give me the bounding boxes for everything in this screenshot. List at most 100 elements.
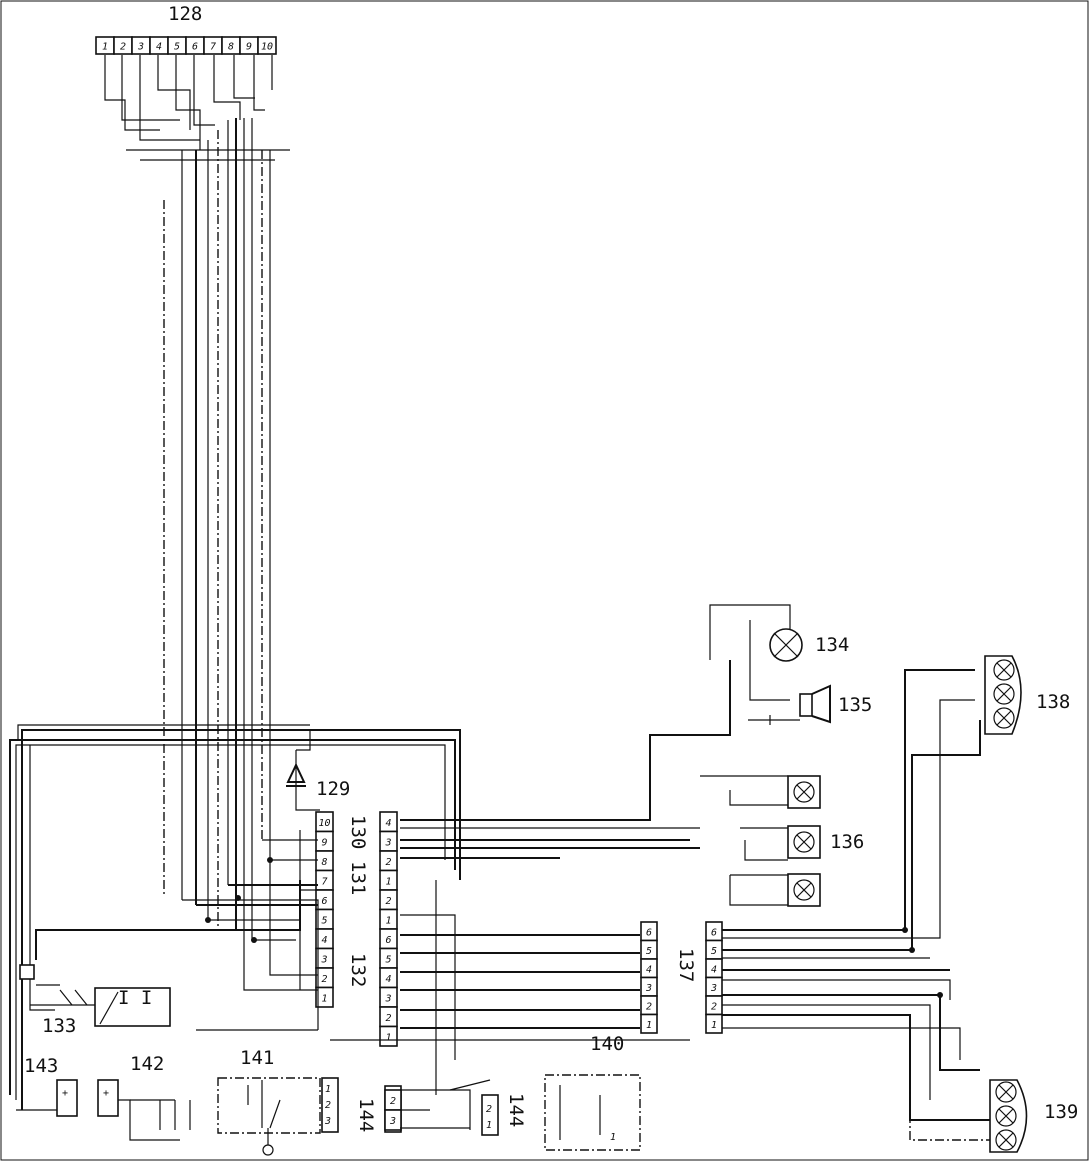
c144-pin-label-1: 2 — [390, 1096, 396, 1107]
c128-pin-label-8: 8 — [228, 42, 234, 53]
c137l-pin-label-3: 4 — [646, 964, 652, 975]
c130-pin-label-8: 3 — [320, 954, 327, 965]
c128-pin-label-10: 10 — [261, 42, 273, 53]
label-132: 132 — [347, 953, 369, 987]
c128-pin-label-7: 7 — [210, 42, 216, 53]
c130-pin-label-6: 5 — [321, 915, 327, 926]
lamp-cluster-138: 138 — [984, 655, 1070, 735]
c137r-pin-label-4: 3 — [710, 983, 717, 994]
label-130: 130 — [347, 815, 369, 849]
label-131-a: 131 — [347, 861, 369, 895]
c128-pin-label-5: 5 — [174, 42, 180, 53]
c128-pin-label-2: 2 — [120, 42, 126, 53]
c144-r-pin-a: 2 — [486, 1104, 492, 1115]
label-139: 139 — [1044, 1101, 1078, 1123]
c131-pin-label-3: 2 — [385, 857, 391, 868]
label-136: 136 — [830, 831, 864, 853]
c130-pin-label-4: 7 — [321, 876, 327, 887]
c144-r-pin-b: 1 — [486, 1120, 492, 1131]
c131-pin-label-8: 5 — [385, 954, 391, 965]
wires-131-right — [330, 660, 731, 1095]
plus-symbol-2: + — [103, 1088, 109, 1099]
plus-symbol: + — [62, 1088, 68, 1099]
component-142: 142 + — [97, 1053, 191, 1141]
c128-pin-box-10 — [257, 36, 277, 55]
c137l-pin-label-6: 1 — [646, 1020, 652, 1031]
relay-133: I I 133 — [30, 987, 171, 1037]
c137r-pin-label-3: 4 — [711, 964, 717, 975]
c144-pin-label-2: 3 — [389, 1116, 396, 1127]
c131-pin-label-11: 2 — [385, 1013, 391, 1024]
sw141-pin-a: 1 — [325, 1084, 331, 1095]
label-138: 138 — [1036, 691, 1070, 713]
c144-far-pin: 1 — [610, 1132, 616, 1143]
c130-pin-box-10 — [315, 986, 334, 1008]
connector-137-right: 6 5 4 3 2 1 — [705, 921, 723, 1034]
label-135: 135 — [838, 694, 872, 716]
c128-pin-label-6: 6 — [192, 42, 198, 53]
label-144-b: 144 — [505, 1093, 527, 1127]
sw141-pin-c: 3 — [324, 1116, 331, 1127]
c137r-pin-label-6: 1 — [711, 1020, 717, 1031]
switch-141: 141 1 2 3 144 — [217, 1047, 377, 1156]
label-128: 128 — [168, 3, 202, 25]
connector-144-left: 23 2 1 144 — [384, 1079, 527, 1136]
connector-144-right: 1 — [544, 1074, 641, 1151]
label-133: 133 — [42, 1015, 76, 1037]
diode-129: 129 — [286, 730, 350, 811]
c130-pin-label-7: 4 — [321, 935, 327, 946]
connector-137-right-pins: 6 5 4 3 2 1 — [705, 921, 723, 1034]
c131-pin-box-12 — [379, 1025, 398, 1047]
label-144-a: 144 — [355, 1098, 377, 1132]
label-143: 143 — [24, 1055, 58, 1077]
c137l-pin-label-4: 3 — [645, 983, 652, 994]
connector-137-left-pins: 6 5 4 3 2 1 — [640, 921, 658, 1034]
c131-pin-label-10: 3 — [384, 993, 391, 1004]
label-141: 141 — [240, 1047, 274, 1069]
c128-pin-label-1: 1 — [102, 42, 108, 53]
c130-pin-label-10: 1 — [321, 993, 327, 1004]
c137r-pin-label-5: 2 — [711, 1001, 717, 1012]
label-129: 129 — [316, 778, 350, 800]
c131-pin-label-7: 6 — [385, 935, 391, 946]
c128-pin-label-9: 9 — [246, 42, 252, 53]
connector-137-left: 6 5 4 3 2 1 — [640, 921, 658, 1034]
label-140: 140 — [590, 1033, 624, 1055]
connector-144-pins: 23 — [384, 1089, 402, 1131]
c131-pin-label-4: 1 — [385, 876, 391, 887]
label-137: 137 — [675, 948, 697, 982]
c137r-pin-label-1: 6 — [711, 927, 717, 938]
c137r-pin-box-6 — [705, 1013, 723, 1034]
component-143: 143 + — [16, 1055, 78, 1117]
c137l-pin-label-1: 6 — [646, 927, 652, 938]
lamp-134: 134 — [709, 604, 849, 701]
c144-pin-box-2 — [384, 1109, 402, 1131]
lamp-group-136: 136 — [700, 775, 864, 907]
c130-pin-label-5: 6 — [321, 896, 327, 907]
c137l-pin-box-6 — [640, 1013, 658, 1034]
relay-133-mark: I I — [118, 987, 152, 1009]
label-134: 134 — [815, 634, 849, 656]
c128-pin-label-4: 4 — [156, 42, 162, 53]
c131-pin-label-1: 4 — [385, 818, 391, 829]
horn-135: 135 — [748, 684, 872, 725]
c128-pin-label-3: 3 — [137, 42, 144, 53]
c131-pin-label-2: 3 — [384, 837, 391, 848]
c131-pin-label-12: 1 — [385, 1032, 391, 1043]
c130-pin-label-1: 10 — [318, 818, 330, 829]
c137l-pin-label-2: 5 — [646, 946, 652, 957]
c137r-pin-label-2: 5 — [711, 946, 717, 957]
c131-pin-label-9: 4 — [385, 974, 391, 985]
harness-to-130 — [182, 760, 319, 1031]
c137l-pin-label-5: 2 — [646, 1001, 652, 1012]
main-harness — [104, 55, 290, 930]
lamp-cluster-139: 139 — [989, 1079, 1078, 1153]
